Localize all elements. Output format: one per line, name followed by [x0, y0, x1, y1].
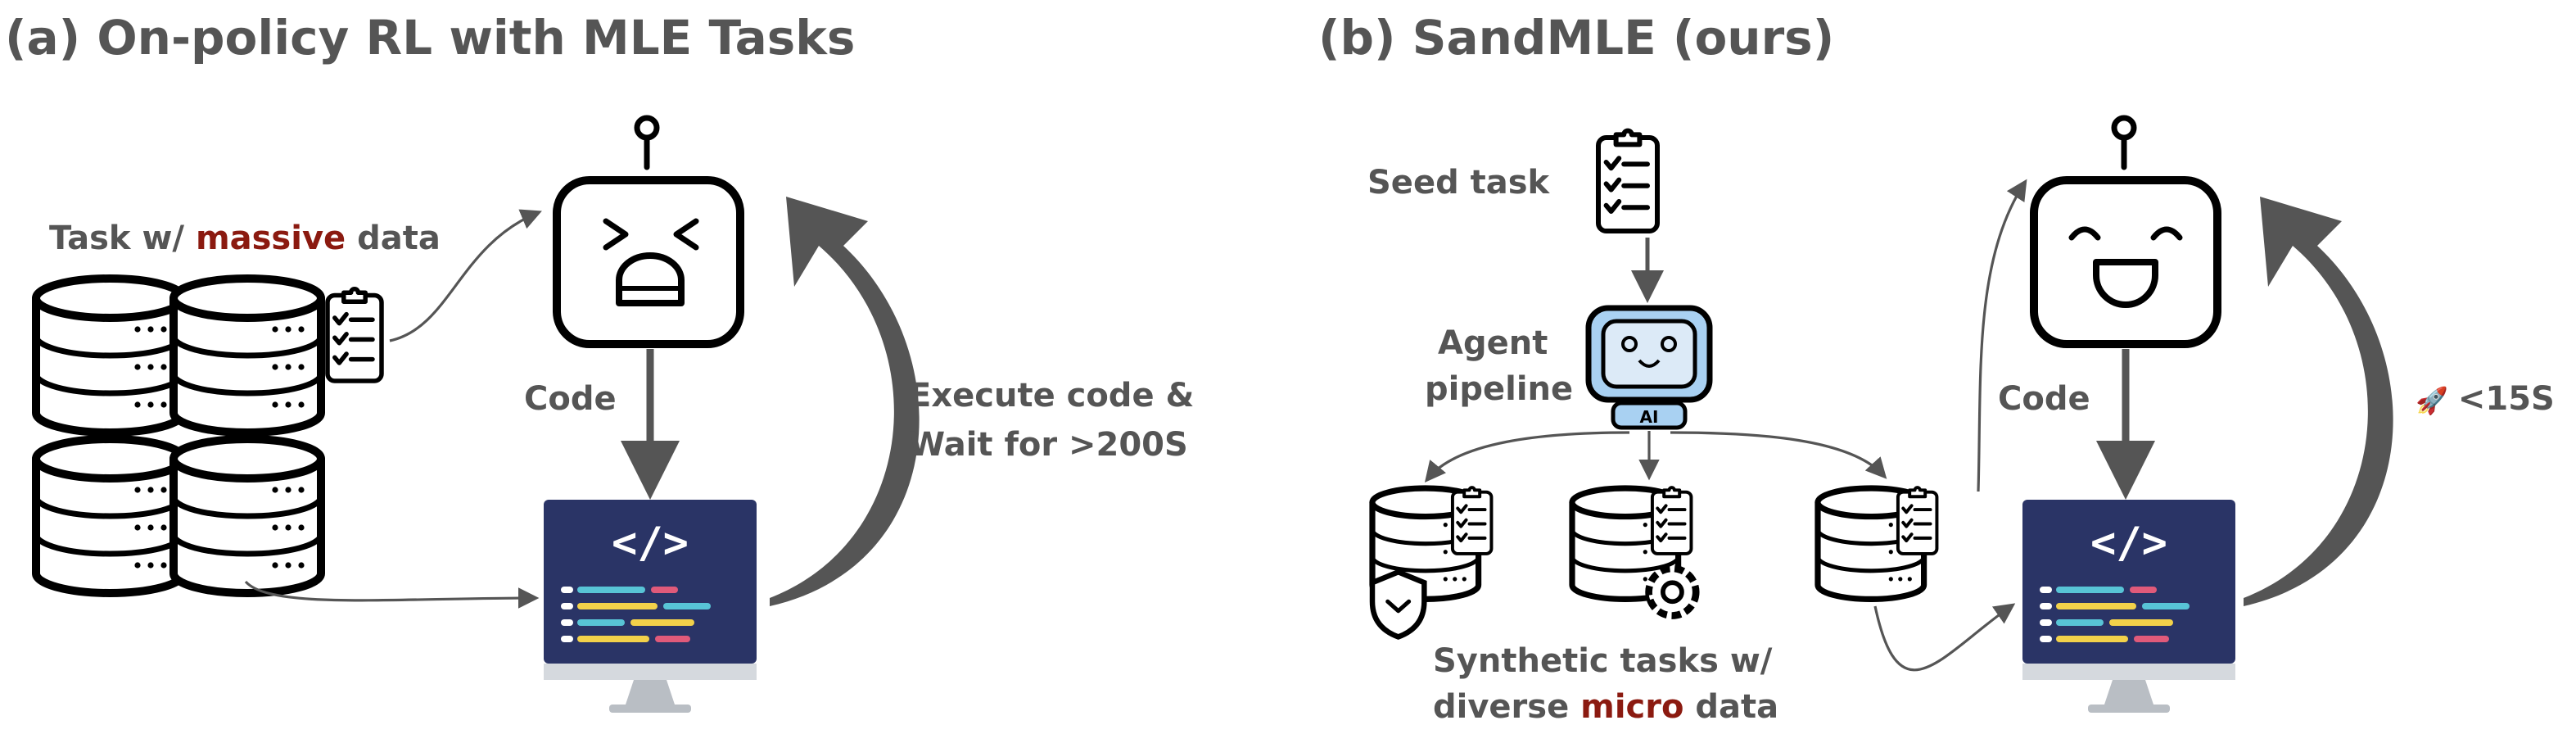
synthetic-tasks-label: Synthetic tasks w/diverse micro data	[1433, 642, 1778, 726]
agent-robot-icon: AI	[1585, 305, 1713, 430]
dataset-micro-icon	[1818, 487, 1939, 599]
agent-to-dataset-1-arrow	[1424, 431, 1630, 483]
execute-label: Execute code &Wait for >200S	[909, 377, 1194, 464]
agent-to-dataset-3-arrow	[1670, 431, 1887, 479]
execute-feedback-arrow	[770, 197, 920, 606]
data-to-monitor-arrow	[244, 580, 540, 609]
dataset-icon	[36, 279, 321, 593]
panel-a: (a) On-policy RL with MLE Tasks Task w/ …	[5, 10, 1194, 713]
panel-b-title: (b) SandMLE (ours)	[1318, 10, 1834, 66]
speed-label: 🚀<15S	[2416, 380, 2555, 418]
seed-clipboard-icon	[1598, 131, 1657, 231]
clipboard-icon	[328, 289, 382, 381]
panel-a-title: (a) On-policy RL with MLE Tasks	[5, 10, 855, 66]
monitor-icon	[544, 500, 757, 713]
code-label-b: Code	[1998, 380, 2090, 418]
code-label: Code	[524, 380, 617, 418]
monitor-icon-b	[2022, 500, 2235, 713]
dataset-to-monitor-arrow	[1873, 603, 2016, 672]
dataset-to-agent-arrow	[1977, 179, 2027, 492]
agent-badge: AI	[1640, 407, 1659, 427]
fast-feedback-arrow	[2244, 197, 2393, 606]
seed-task-label: Seed task	[1367, 164, 1551, 202]
frustrated-robot-icon	[553, 115, 744, 348]
happy-robot-icon	[2030, 115, 2221, 348]
dataset-shield-icon	[1372, 487, 1494, 640]
rocket-icon: 🚀	[2416, 385, 2448, 416]
dataset-gear-icon	[1572, 487, 1700, 619]
task-to-agent-arrow	[389, 209, 542, 342]
task-label: Task w/ massive data	[49, 220, 441, 257]
